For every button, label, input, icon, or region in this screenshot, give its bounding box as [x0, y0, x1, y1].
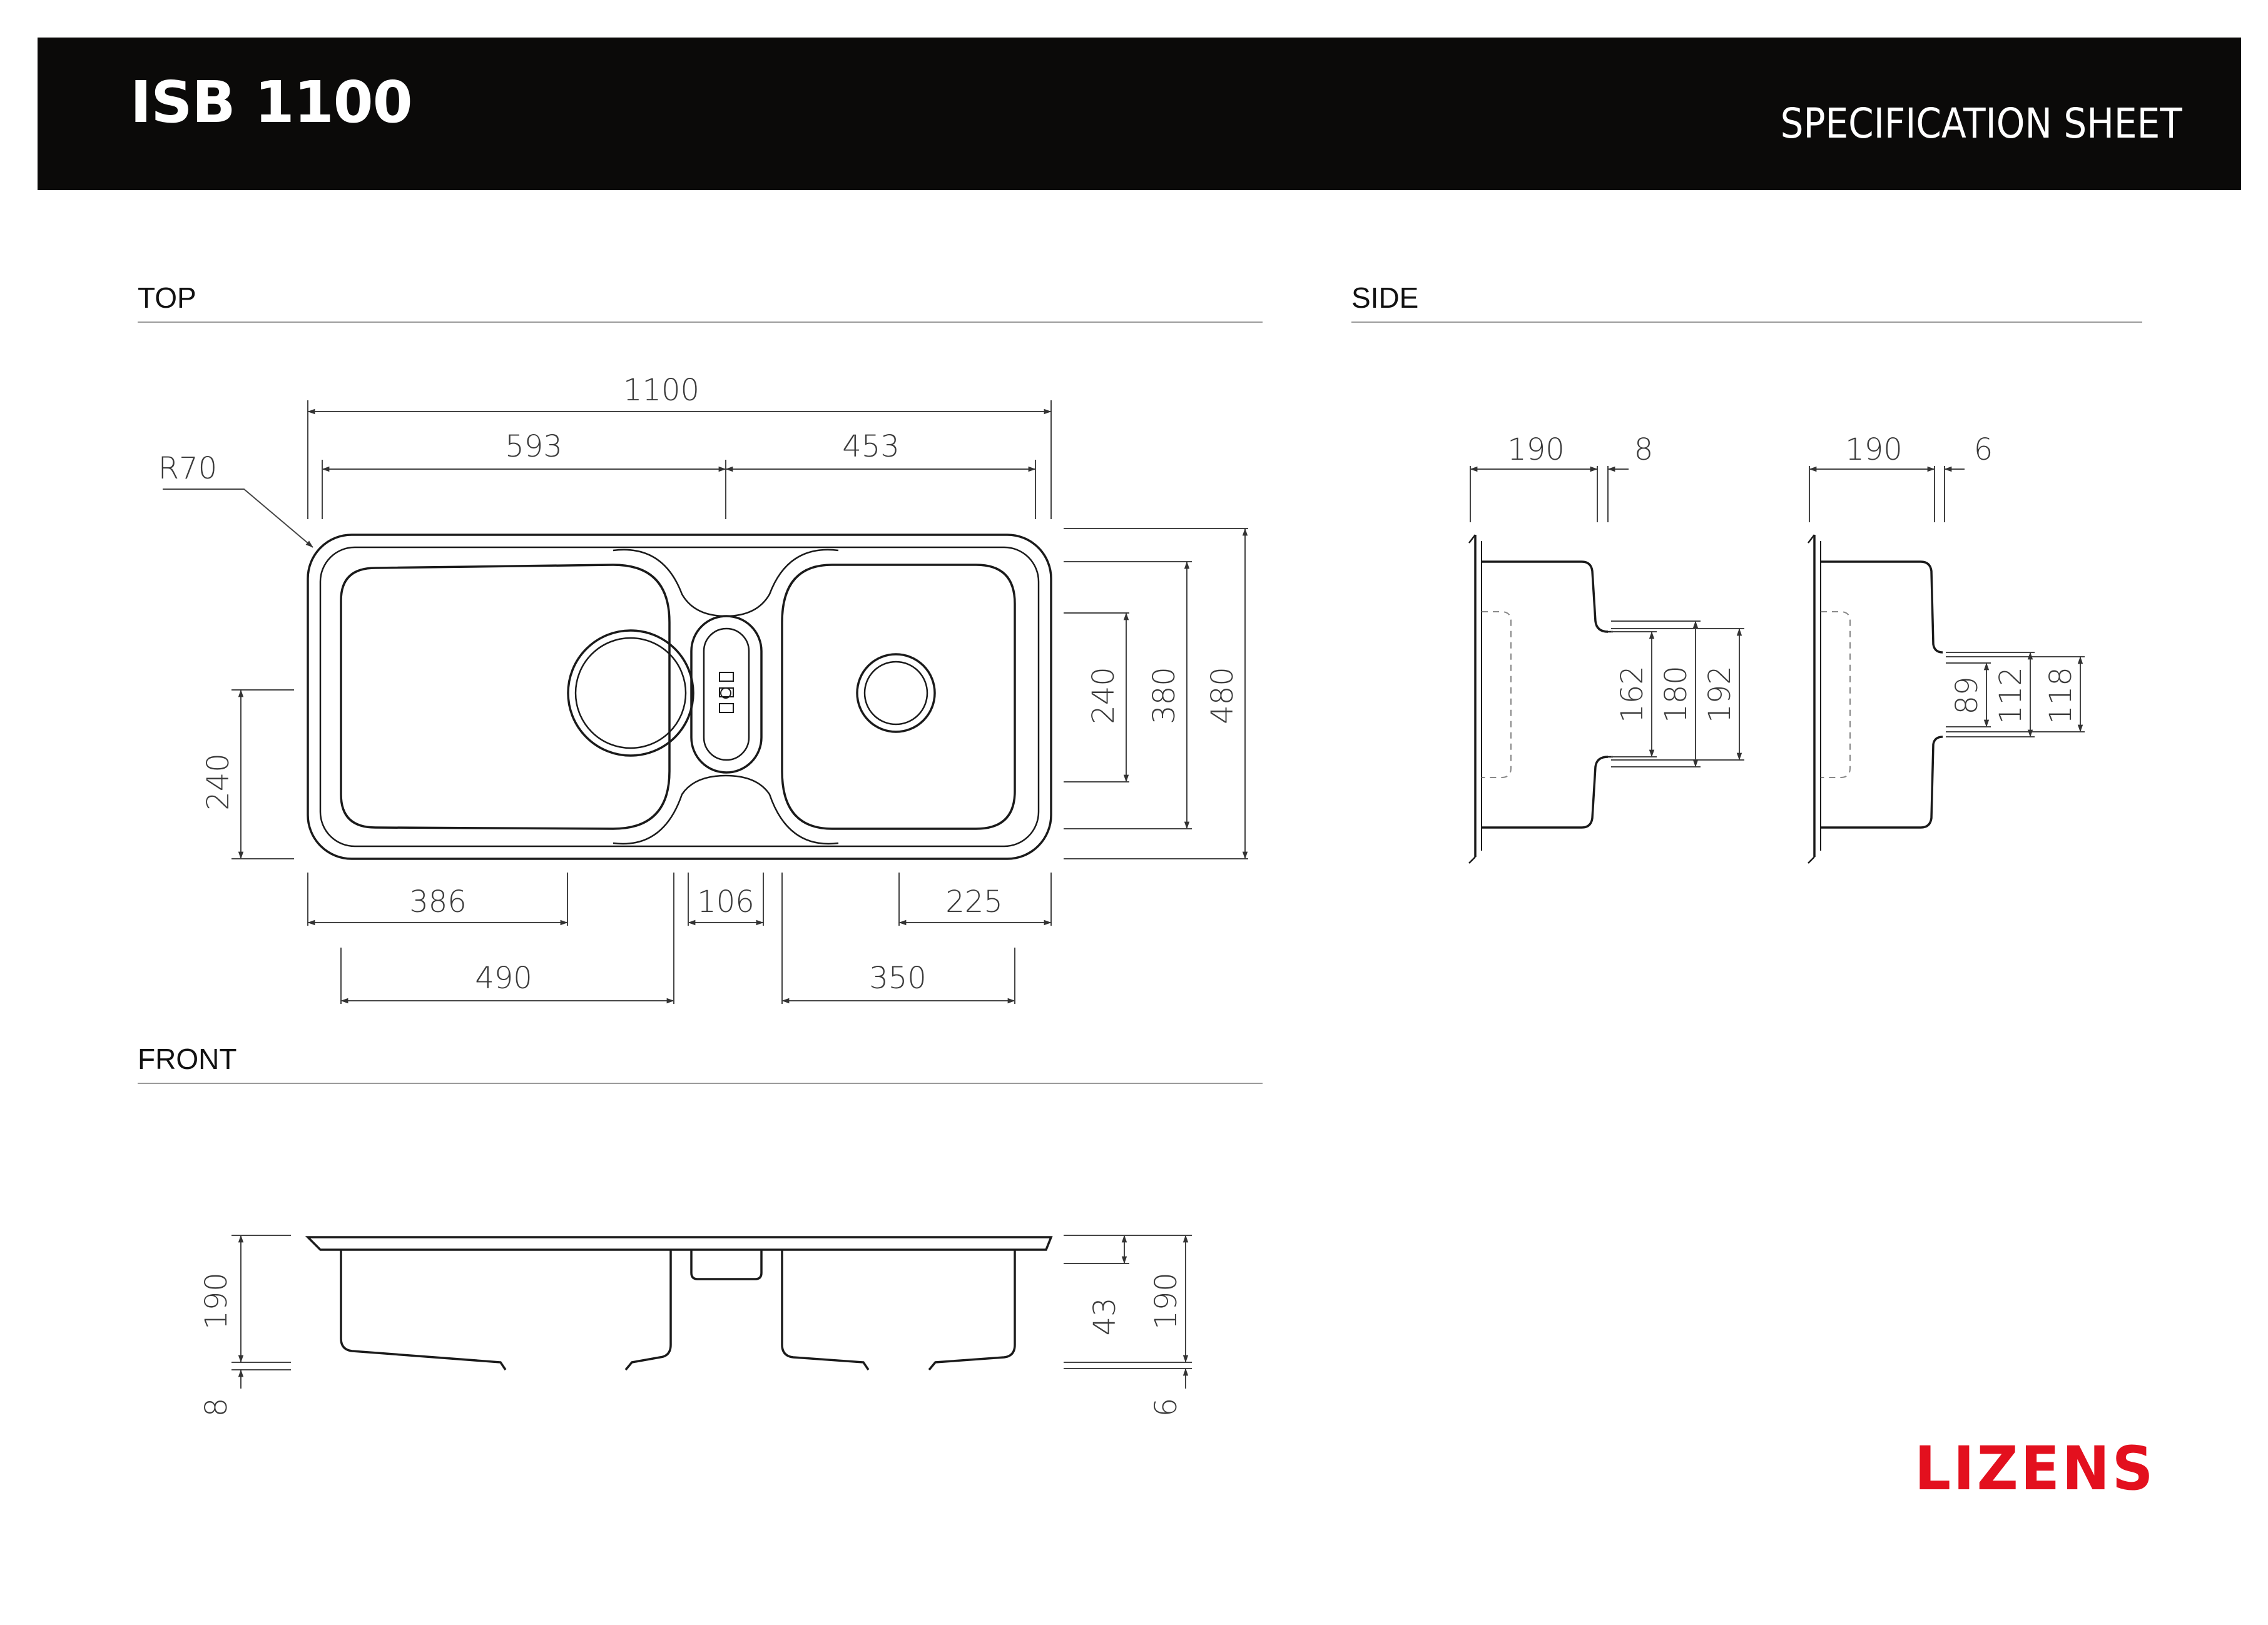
brand-logo: LIZENS	[1915, 1434, 2156, 1504]
overflow-slot-3	[719, 703, 734, 713]
top-dimensions	[163, 400, 1248, 1004]
side-view-right-labels: 190 6 89 112 118	[1845, 432, 2078, 724]
dim-front-6: 6	[1149, 1398, 1184, 1417]
dim-side-162: 162	[1615, 666, 1650, 723]
side-view-left-labels: 190 8 162 180 192	[1507, 432, 1737, 723]
front-top-rim	[305, 1236, 1053, 1251]
section-title-side: SIDE	[1351, 281, 1419, 314]
bridge-top	[613, 549, 839, 617]
dim-386: 386	[409, 884, 467, 919]
dim-side-112: 112	[1993, 667, 2028, 724]
leader-r70	[163, 489, 313, 548]
section-rule-side	[1351, 321, 2142, 323]
dim-side-right-190: 190	[1845, 432, 1903, 467]
dim-453: 453	[842, 429, 900, 464]
dim-side-180: 180	[1659, 666, 1694, 723]
center-drain-inner	[703, 627, 750, 761]
dim-front-190-right: 190	[1149, 1272, 1184, 1330]
header-bar: ISB 1100 SPECIFICATION SHEET	[38, 38, 2241, 190]
dim-front-190-left: 190	[199, 1272, 234, 1330]
dim-side-right-6: 6	[1974, 432, 1993, 467]
right-drain-outer	[856, 653, 936, 733]
section-rule-top	[138, 321, 1263, 323]
side-view-right	[1808, 534, 1943, 864]
dim-front-8: 8	[199, 1398, 234, 1417]
section-title-front: FRONT	[138, 1043, 237, 1075]
front-right-bowl	[781, 1250, 1016, 1371]
overflow-slot-1	[719, 672, 734, 682]
dim-side-118: 118	[2043, 667, 2078, 724]
dim-side-89: 89	[1950, 676, 1985, 714]
dim-480: 480	[1205, 667, 1240, 724]
section-rule-front	[138, 1083, 1263, 1084]
dim-593: 593	[505, 429, 562, 464]
front-dimensions	[231, 1235, 1192, 1389]
right-drain-inner	[863, 661, 928, 726]
right-bowl-outline	[781, 564, 1016, 830]
dim-front-43: 43	[1087, 1297, 1122, 1335]
sheet-label: SPECIFICATION SHEET	[1780, 99, 2182, 148]
dim-380: 380	[1147, 667, 1182, 724]
dim-225: 225	[945, 884, 1003, 919]
top-outline	[307, 534, 1052, 860]
dim-1100: 1100	[623, 373, 699, 408]
top-view	[307, 534, 1052, 860]
side-view-right-dims	[1809, 466, 2085, 737]
dim-240-right: 240	[1086, 667, 1121, 724]
center-drain-outer	[690, 615, 763, 774]
left-bowl-outline	[340, 564, 671, 830]
dim-240-left: 240	[201, 753, 236, 811]
dim-r70: R70	[158, 451, 217, 486]
top-dimension-labels: 1100 593 453 R70 240 240 380 480 386 106…	[158, 373, 1240, 996]
left-drain-inner	[574, 637, 687, 749]
section-title-top: TOP	[138, 281, 196, 314]
side-view-left-dims	[1470, 466, 1744, 767]
dim-side-left-8: 8	[1634, 432, 1654, 467]
front-view	[305, 1236, 1053, 1371]
front-drain	[690, 1250, 763, 1280]
dim-side-192: 192	[1702, 666, 1737, 723]
dim-350: 350	[869, 961, 927, 996]
bridge-bottom	[613, 774, 839, 845]
top-inner-rim	[319, 546, 1040, 848]
dim-106: 106	[697, 884, 755, 919]
model-title: ISB 1100	[130, 69, 413, 136]
front-left-bowl	[340, 1250, 672, 1371]
overflow-hole	[720, 687, 731, 699]
dim-490: 490	[475, 961, 532, 996]
left-drain-outer	[567, 629, 694, 757]
side-view-left	[1468, 534, 1613, 864]
dim-side-left-190: 190	[1507, 432, 1565, 467]
front-dimension-labels: 190 8 43 190 6	[199, 1272, 1184, 1417]
